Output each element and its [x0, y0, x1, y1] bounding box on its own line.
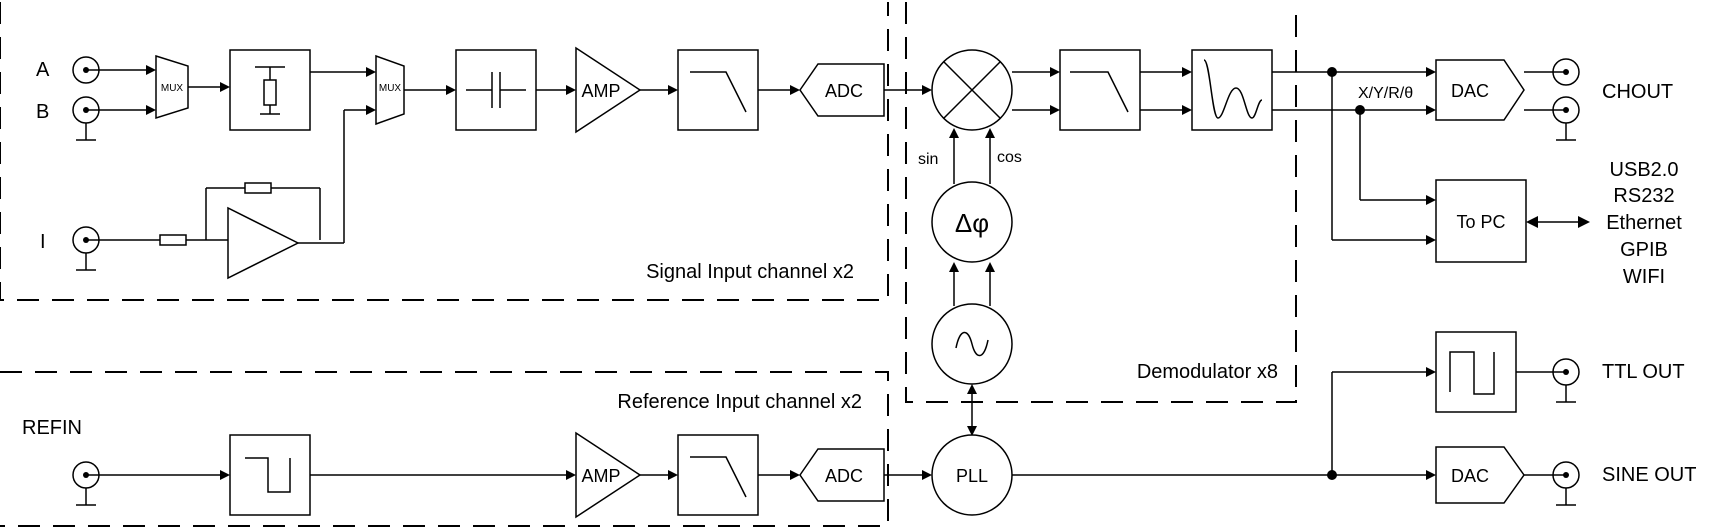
chout-label: CHOUT: [1602, 81, 1673, 103]
reference-input-group-border: [0, 371, 889, 527]
ttl-shaper-block: [1435, 331, 1517, 413]
input-b-label: B: [36, 101, 49, 123]
comparator-block: [229, 434, 311, 516]
dac-block-chout: DAC: [1435, 59, 1525, 121]
sinc-filter-block: [1191, 49, 1273, 131]
oscillator-block: [931, 303, 1013, 385]
mux-2-label: MUX: [379, 83, 402, 94]
connector-ttl-out-icon: [1552, 358, 1580, 403]
amp-block-2: AMP: [575, 431, 642, 519]
connector-i-icon: [72, 226, 100, 271]
phase-shifter-block: Δφ: [931, 181, 1013, 263]
mux-1: MUX: [155, 54, 189, 120]
cos-label: cos: [997, 149, 1022, 166]
mux-1-label: MUX: [161, 83, 184, 94]
feedback-resistor: [244, 182, 272, 194]
interface-usb: USB2.0: [1610, 159, 1679, 181]
mux-2: MUX: [375, 54, 405, 126]
interface-ethernet: Ethernet: [1606, 212, 1682, 234]
lowpass-filter-1: [677, 49, 759, 131]
sine-out-label: SINE OUT: [1602, 464, 1696, 486]
connector-sine-out-icon: [1552, 461, 1580, 506]
signal-input-group-label: Signal Input channel x2: [646, 261, 854, 283]
adc-2-label: ADC: [825, 466, 863, 486]
ttl-out-label: TTL OUT: [1602, 361, 1685, 383]
tia-amplifier: [227, 206, 300, 280]
input-i-label: I: [40, 231, 46, 253]
interface-wifi: WIFI: [1623, 266, 1665, 288]
ac-coupling-block: [455, 49, 537, 131]
adc-block-2: ADC: [799, 448, 885, 502]
lowpass-filter-demod: [1059, 49, 1141, 131]
refin-label: REFIN: [22, 417, 82, 439]
dac-sine-label: DAC: [1451, 466, 1489, 486]
sin-label: sin: [918, 151, 938, 168]
connector-refin-icon: [72, 461, 100, 506]
amp-block-1: AMP: [575, 46, 642, 134]
dac-block-sine: DAC: [1435, 446, 1525, 504]
delta-phi-label: Δφ: [955, 208, 989, 238]
interfaces-list: USB2.0 RS232 Ethernet GPIB WIFI: [1606, 159, 1682, 288]
demodulator-group-border: [905, 2, 1297, 403]
reference-input-group-label: Reference Input channel x2: [617, 391, 862, 413]
amp-2-label: AMP: [581, 466, 620, 486]
connector-b-icon: [72, 96, 100, 141]
adc-block-1: ADC: [799, 63, 885, 117]
connector-chout-icon: [1552, 58, 1580, 141]
amp-1-label: AMP: [581, 81, 620, 101]
xyr-label: X/Y/R/θ: [1358, 85, 1413, 102]
interface-rs232: RS232: [1613, 185, 1674, 207]
dac-chout-label: DAC: [1451, 81, 1489, 101]
pll-label: PLL: [956, 466, 988, 486]
lowpass-filter-2: [677, 434, 759, 516]
to-pc-label: To PC: [1456, 212, 1505, 232]
adc-1-label: ADC: [825, 81, 863, 101]
interface-gpib: GPIB: [1620, 239, 1668, 261]
to-pc-block: To PC: [1435, 179, 1527, 263]
input-a-label: A: [36, 59, 50, 81]
pll-block: PLL: [931, 434, 1013, 516]
demodulator-group-label: Demodulator x8: [1137, 361, 1278, 383]
mixer-block: [931, 49, 1013, 131]
sine-wave-icon: [955, 331, 989, 357]
signal-input-group-border: [0, 2, 889, 301]
filter-block: [229, 49, 311, 131]
input-resistor: [159, 234, 187, 246]
